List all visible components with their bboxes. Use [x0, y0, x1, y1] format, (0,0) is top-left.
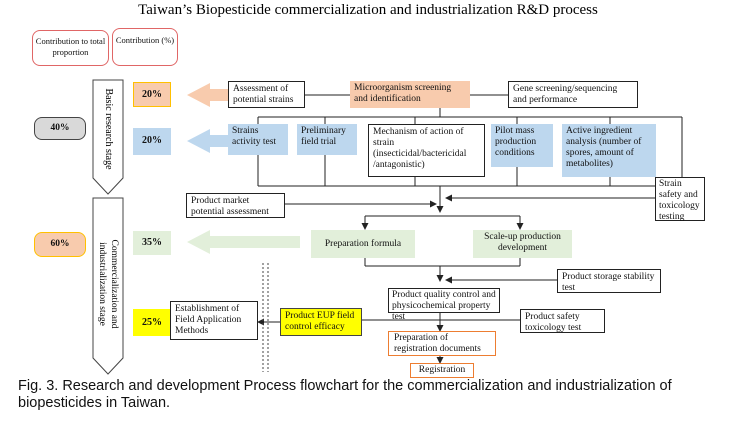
storage-stability-box: Product storage stability test [557, 269, 661, 293]
percent-field: 25% [133, 309, 171, 336]
gene-box: Gene screening/sequencing and performanc… [508, 81, 638, 108]
preliminary-box: Preliminary field trial [297, 124, 357, 155]
percent-assessment: 20% [133, 82, 171, 107]
safety-toxicology-box: Product safety toxicology test [520, 309, 605, 333]
commercial-stage-arrow [92, 197, 124, 375]
basic-stage-label: Basic research stage [103, 88, 114, 170]
prep-docs-box: Preparation of registration documents [388, 331, 496, 356]
diagram-title: Taiwan’s Biopesticide commercialization … [138, 2, 598, 18]
percent-formulation: 35% [133, 231, 171, 255]
quality-control-box: Product quality control and physicochemi… [388, 288, 500, 322]
basic-stage-arrow [92, 79, 124, 195]
preparation-formula-box: Preparation formula [311, 230, 415, 258]
active-ingredient-box: Active ingredient analysis (number of sp… [562, 124, 656, 177]
registration-box: Registration [410, 363, 474, 378]
market-assessment-box: Product market potential assessment [186, 193, 285, 218]
figure-caption: Fig. 3. Research and development Process… [18, 378, 672, 411]
header-contribution-pct: Contribution (%) [112, 28, 178, 66]
header-contribution-total: Contribution to total proportion [32, 30, 109, 66]
total-commercial-badge: 60% [34, 232, 86, 257]
assessment-box: Assessment of potential strains [228, 81, 305, 108]
strains-activity-box: Strains activity test [228, 124, 288, 155]
commercial-stage-label: Commercialization and industrialization … [97, 239, 119, 329]
scaleup-box: Scale-up production development [473, 230, 572, 258]
percent-basic-tests: 20% [133, 128, 171, 155]
pilot-box: Pilot mass production conditions [491, 124, 553, 167]
total-basic-badge: 40% [34, 117, 86, 140]
strain-safety-box: Strain safety and toxicology testing [655, 177, 705, 222]
eup-efficacy-box: Product EUP field control efficacy [280, 308, 362, 336]
mechanism-box: Mechanism of action of strain (insectici… [368, 124, 485, 177]
field-methods-box: Establishment of Field Application Metho… [170, 301, 258, 340]
green-big-arrow [187, 230, 300, 254]
microorganism-box: Microorganism screening and identificati… [350, 81, 470, 108]
